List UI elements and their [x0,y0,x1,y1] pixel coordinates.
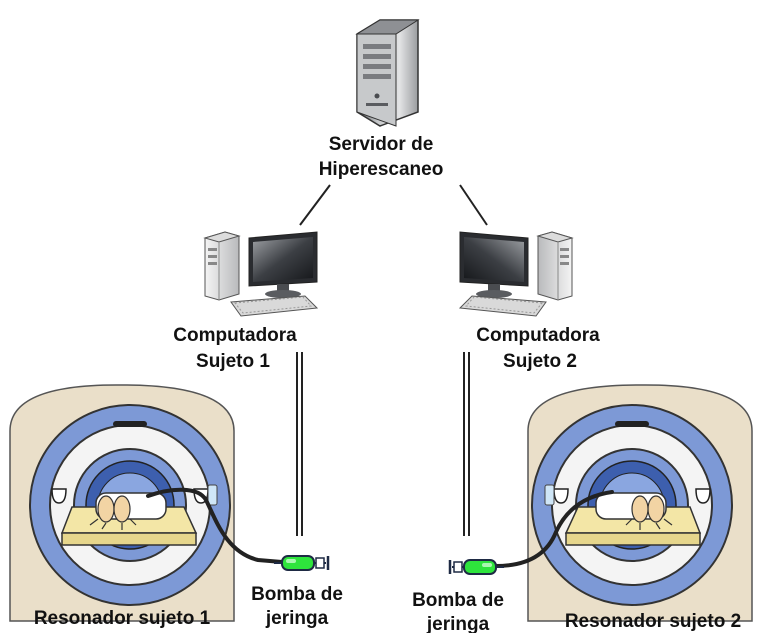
server-icon [355,19,420,127]
syringe-pump-1-icon [272,554,330,572]
scanner2-label: Resonador sujeto 2 [565,611,741,632]
pump2-label-line1: Bomba de [412,590,504,611]
server-label-line2: Hiperescaneo [319,159,444,180]
link-pc2-pump [463,352,470,536]
pump2-label-line2: jeringa [426,614,490,633]
scanner1-label: Resonador sujeto 1 [34,608,211,629]
pc2-label-line2: Sujeto 2 [503,351,577,372]
pump1-label-line1: Bomba de [251,584,343,605]
mri-scanner-1-icon [9,384,235,622]
pump1-label-line2: jeringa [265,608,329,629]
syringe-pump-2-icon [448,558,506,576]
link-server-pc2 [459,184,488,226]
computer-1-icon [204,231,318,317]
link-server-pc1 [299,184,331,226]
computer-2-icon [459,231,573,317]
infusion-tube-2 [494,490,614,568]
server-label-line1: Servidor de [329,134,434,155]
link-pc1-pump [296,352,303,536]
pc1-label-line1: Computadora [173,325,297,346]
infusion-tube-1 [146,487,284,564]
pc2-label-line1: Computadora [476,325,600,346]
pc1-label-line2: Sujeto 1 [196,351,270,372]
mri-scanner-2-icon [527,384,753,622]
